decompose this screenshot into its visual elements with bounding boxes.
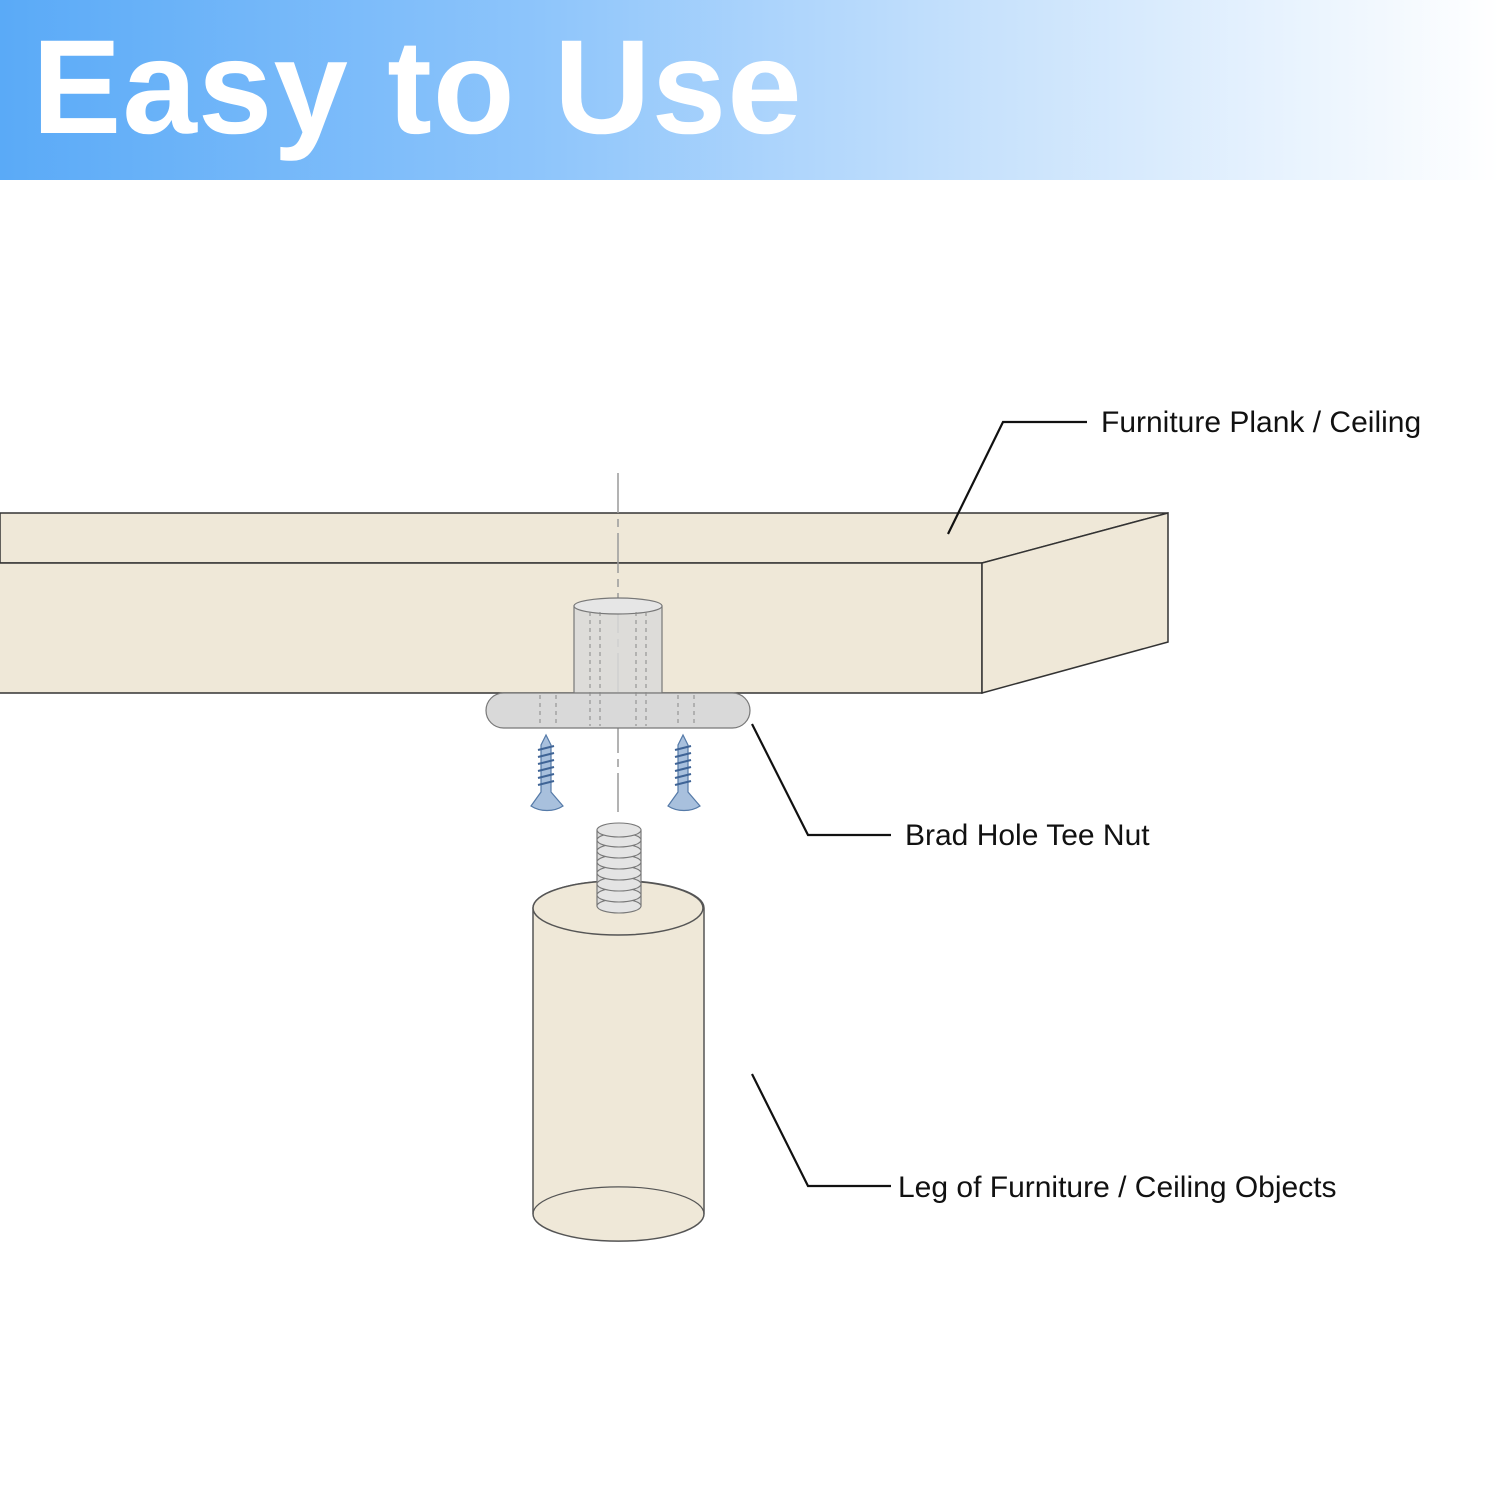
leader-line-tee-nut (751, 723, 891, 837)
screw-right (667, 733, 701, 812)
threaded-stud (596, 822, 642, 914)
label-furniture-plank: Furniture Plank / Ceiling (1101, 406, 1422, 439)
furniture-plank (0, 512, 1169, 694)
screw-left (530, 733, 564, 812)
leader-line-plank (947, 420, 1087, 535)
banner-title: Easy to Use (32, 13, 803, 162)
tee-nut (485, 597, 751, 729)
header-banner: Easy to Use (0, 0, 1500, 180)
furniture-leg (532, 880, 705, 1242)
label-leg: Leg of Furniture / Ceiling Objects (898, 1171, 1337, 1204)
leader-line-leg (751, 1073, 891, 1188)
label-tee-nut: Brad Hole Tee Nut (905, 819, 1150, 852)
